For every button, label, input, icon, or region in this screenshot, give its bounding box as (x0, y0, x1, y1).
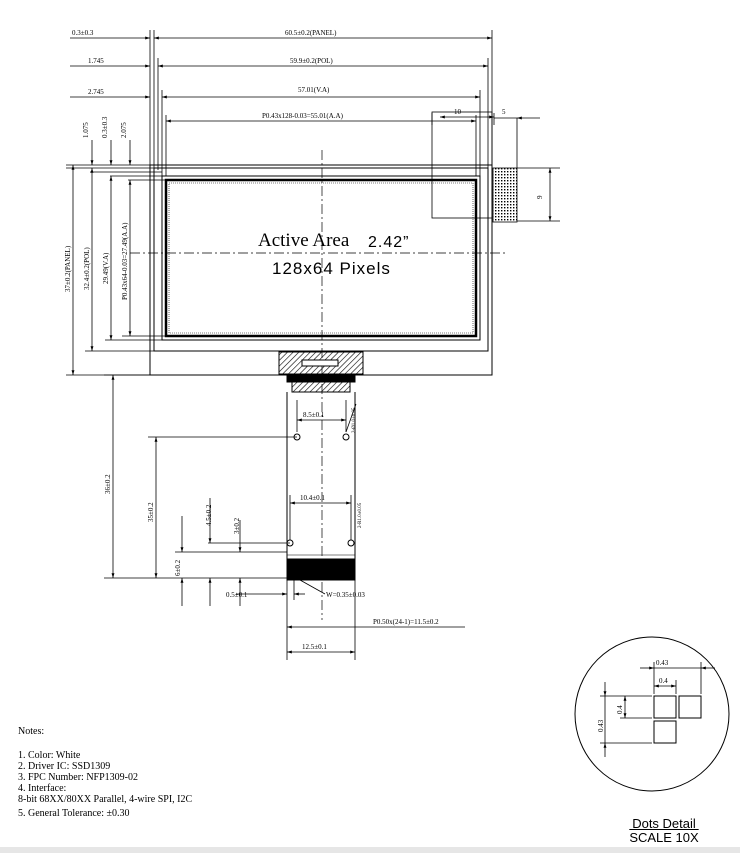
active-area-size: 2.42” (368, 234, 409, 251)
note-item: 1. Color: White (18, 750, 81, 761)
dim-label: 36±0.2 (104, 474, 112, 494)
dim-label: 2.745 (88, 88, 104, 96)
dim-label: 2-Ø1.0±0.05 (352, 407, 357, 433)
dim-label: 9 (536, 195, 544, 199)
dim-label: P0.43x128-0.03=55.01(A.A) (262, 112, 344, 120)
fpc-contacts (286, 558, 356, 581)
left-dimension-labels: 1.075 0.3±0.3 2.075 37±0.2(PANEL) 32.4±0… (64, 116, 129, 300)
dim-label: 6±0.2 (174, 559, 182, 576)
fpc-bond-2 (291, 381, 351, 393)
note-item: 3. FPC Number: NFP1309-02 (18, 772, 139, 783)
top-dimension-labels: 0.3±0.3 60.5±0.2(PANEL) 1.745 59.9±0.2(P… (72, 29, 544, 199)
note-item: 8-bit 68XX/80XX Parallel, 4-wire SPI, I2… (18, 794, 193, 805)
dim-label: 0.3±0.3 (101, 116, 109, 138)
left-dimensions (66, 140, 166, 376)
dim-label: 1.745 (88, 57, 104, 65)
dim-label: 0.4 (659, 677, 668, 685)
dim-label: 3±0.2 (233, 517, 241, 534)
dim-label: W=0.35±0.03 (326, 591, 365, 599)
note-item: 5. General Tolerance: ±0.30 (18, 808, 130, 819)
fpc-dimension-labels: 8.5±0.1 2-Ø1.0±0.05 10.4±0.1 2-R1.0±0.05… (104, 407, 439, 651)
dim-label: 59.9±0.2(POL) (290, 57, 333, 65)
dim-label: 29.49(V.A) (102, 252, 110, 284)
dots-detail-view (574, 636, 730, 792)
dim-label: P0.50x(24-1)=11.5±0.2 (373, 618, 439, 626)
dim-label: 2.075 (120, 122, 128, 138)
corner-detail (431, 111, 518, 223)
dim-label: 57.01(V.A) (298, 86, 330, 94)
fpc-dimensions (104, 374, 465, 660)
dim-label: 37±0.2(PANEL) (64, 245, 72, 292)
dim-label: 0.43 (656, 659, 669, 667)
dim-label: 0.5±0.1 (226, 591, 248, 599)
viewing-area-outline (161, 175, 481, 341)
dots-detail-title: Dots Detail (632, 816, 696, 831)
dim-label: 0.43 (597, 719, 605, 732)
dim-label: 10.4±0.1 (300, 494, 325, 502)
dots-detail-caption: Dots Detail SCALE 10X (598, 817, 730, 845)
active-area-inner (168, 182, 474, 334)
pol-outline (153, 167, 489, 352)
dim-label: 2-R1.0±0.05 (358, 502, 363, 528)
dim-label: 12.5±0.1 (302, 643, 327, 651)
dot-pattern-swatch (492, 167, 518, 223)
dots-detail-scale: SCALE 10X (629, 830, 699, 845)
bottom-scrollbar (0, 847, 740, 853)
note-item: 2. Driver IC: SSD1309 (18, 761, 111, 772)
dots-detail-circle (574, 636, 730, 792)
top-dimensions (70, 30, 560, 222)
dim-label: 60.5±0.2(PANEL) (285, 29, 337, 37)
dim-label: 5 (502, 108, 506, 116)
dim-label: 32.4±0.2(POL) (83, 247, 91, 290)
notes-list: 1. Color: White 2. Driver IC: SSD1309 3.… (18, 750, 192, 819)
dots-detail-labels: 0.43 0.4 0.43 0.4 (597, 659, 669, 732)
ic-center (301, 359, 339, 367)
dim-label: 0.4 (616, 705, 624, 714)
dim-label: 35±0.2 (147, 502, 155, 522)
active-area-label: Active Area (258, 230, 350, 251)
alignment-hole-right-2 (347, 539, 355, 547)
fpc-assembly (278, 351, 364, 581)
notes-title: Notes: (18, 726, 45, 737)
fpc-bond (286, 373, 356, 383)
resolution-label: 128x64 Pixels (272, 259, 391, 278)
dim-label: 8.5±0.1 (303, 411, 325, 419)
dim-label: 0.3±0.3 (72, 29, 94, 37)
pixel-dot (653, 695, 677, 719)
alignment-hole-right (342, 433, 350, 441)
pixel-dot (678, 695, 702, 719)
dim-label: 10 (454, 108, 462, 116)
note-item: 4. Interface: (18, 783, 67, 794)
pixel-dot (653, 720, 677, 744)
dim-label: P0.43x64-0.03=27.49(A.A) (121, 222, 129, 300)
dim-label: 4.5±0.2 (205, 504, 213, 526)
notes-block: Notes: 1. Color: White 2. Driver IC: SSD… (18, 726, 192, 819)
dim-label: 1.075 (82, 122, 90, 138)
active-area-outline (164, 178, 478, 338)
